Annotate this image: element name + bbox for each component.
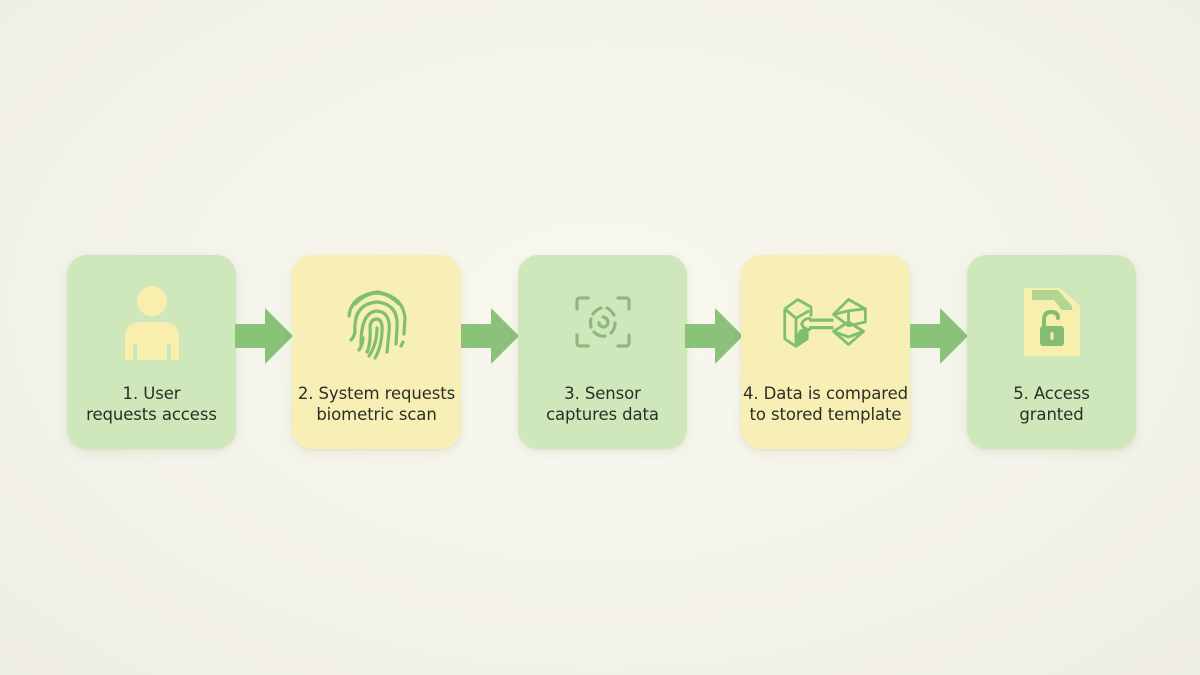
unlocked-file-icon xyxy=(1007,279,1097,365)
arrow-right-icon xyxy=(461,308,519,364)
step-title: 3. Sensor xyxy=(564,384,641,403)
step-label: 5. Access granted xyxy=(967,383,1136,425)
step-subtitle: granted xyxy=(1019,405,1084,424)
step-label: 4. Data is compared to stored template xyxy=(741,383,910,425)
user-icon xyxy=(107,279,197,365)
step-title: 4. Data is compared xyxy=(742,384,909,403)
step-label: 3. Sensor captures data xyxy=(518,383,687,425)
arrow-right-icon xyxy=(685,308,743,364)
arrow-right-icon xyxy=(235,308,293,364)
step-2-system-requests-scan: 2. System requests biometric scan xyxy=(292,255,461,449)
step-1-user-requests-access: 1. User requests access xyxy=(67,255,236,449)
compare-cubes-icon xyxy=(781,279,871,365)
step-5-access-granted: 5. Access granted xyxy=(967,255,1136,449)
step-label: 1. User requests access xyxy=(67,383,236,425)
scan-viewfinder-icon xyxy=(558,279,648,365)
step-label: 2. System requests biometric scan xyxy=(292,383,461,425)
step-subtitle: captures data xyxy=(546,405,659,424)
step-3-sensor-captures-data: 3. Sensor captures data xyxy=(518,255,687,449)
step-title: 5. Access xyxy=(1013,384,1090,403)
step-title: 2. System requests xyxy=(297,384,456,403)
step-subtitle: to stored template xyxy=(749,405,902,424)
fingerprint-icon xyxy=(332,279,422,365)
step-title: 1. User xyxy=(122,384,181,403)
step-subtitle: requests access xyxy=(86,405,217,424)
step-subtitle: biometric scan xyxy=(316,405,437,424)
arrow-right-icon xyxy=(910,308,968,364)
step-4-data-compared: 4. Data is compared to stored template xyxy=(741,255,910,449)
